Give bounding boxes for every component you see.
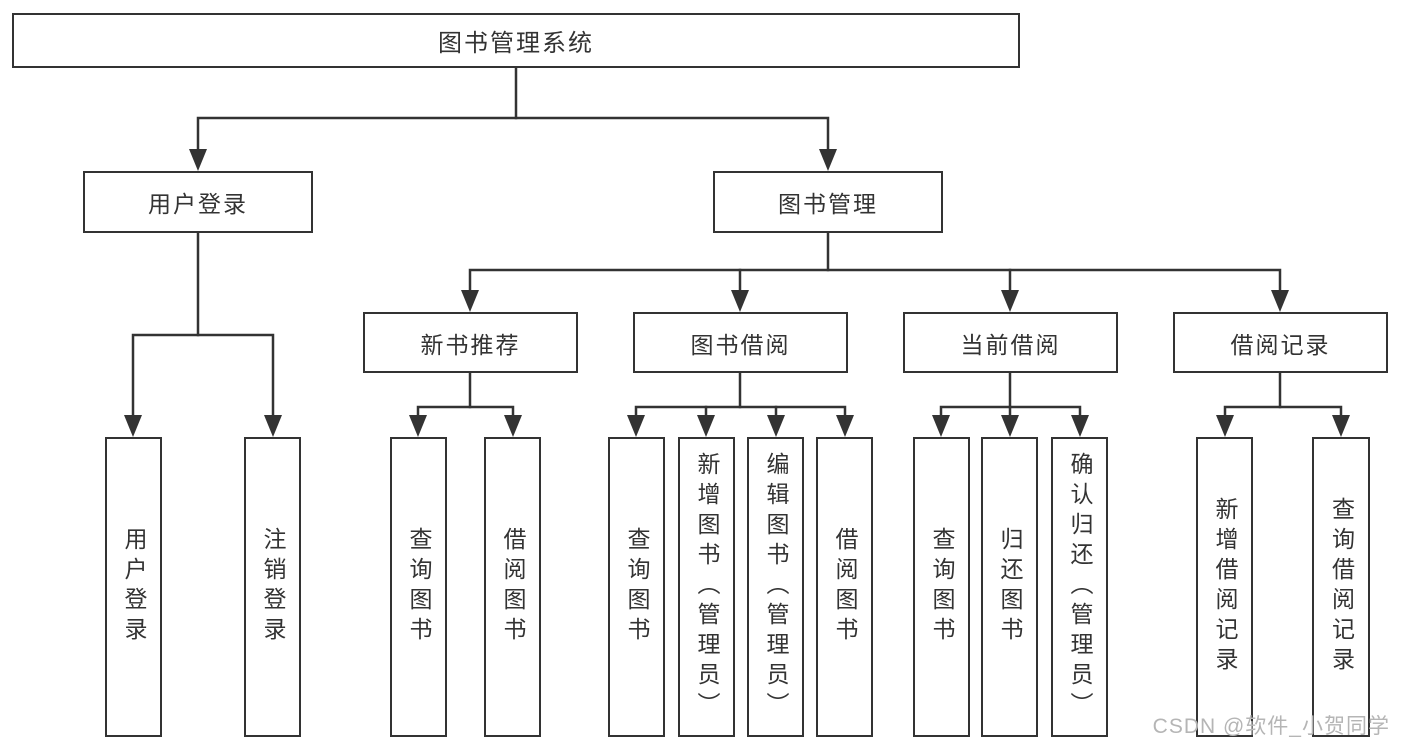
leaf-logout: 注销登录: [244, 437, 301, 737]
connector-borrow-records-to-leaves: [1216, 370, 1350, 437]
leaf-return-books: 归还图书: [981, 437, 1038, 737]
node-book-borrow-label: 图书借阅: [690, 331, 791, 358]
leaf-current-query-books-label: 查询图书: [929, 527, 955, 647]
leaf-rec-query-books: 查询图书: [390, 437, 447, 737]
node-new-book-rec-label: 新书推荐: [420, 331, 521, 358]
leaf-confirm-return-admin: 确认归还（管理员）: [1051, 437, 1108, 737]
connector-book-borrow-to-leaves: [627, 370, 854, 437]
leaf-add-borrow-record: 新增借阅记录: [1196, 437, 1253, 737]
leaf-user-login: 用户登录: [105, 437, 162, 737]
leaf-confirm-return-admin-label: 确认归还（管理员）: [1067, 452, 1093, 722]
leaf-edit-books-admin-label: 编辑图书（管理员）: [763, 452, 789, 722]
node-book-mgmt: 图书管理: [713, 171, 943, 233]
leaf-borrow-books: 借阅图书: [816, 437, 873, 737]
connector-root-to-level2: [189, 65, 837, 171]
leaf-query-borrow-record-label: 查询借阅记录: [1328, 497, 1355, 677]
leaf-rec-borrow-books: 借阅图书: [484, 437, 541, 737]
leaf-edit-books-admin: 编辑图书（管理员）: [747, 437, 804, 737]
leaf-user-login-label: 用户登录: [121, 527, 147, 647]
leaf-add-borrow-record-label: 新增借阅记录: [1212, 497, 1238, 677]
watermark: CSDN @软件_小贺同学: [1152, 715, 1390, 738]
leaf-borrow-query-books-label: 查询图书: [624, 527, 650, 647]
leaf-rec-query-books-label: 查询图书: [406, 527, 432, 647]
leaf-rec-borrow-books-label: 借阅图书: [500, 527, 526, 647]
node-book-mgmt-label: 图书管理: [778, 191, 878, 217]
leaf-borrow-query-books: 查询图书: [608, 437, 665, 737]
node-root-label: 图书管理系统: [438, 30, 594, 57]
node-borrow-records: 借阅记录: [1173, 312, 1388, 373]
node-root: 图书管理系统: [12, 13, 1020, 68]
leaf-current-query-books: 查询图书: [913, 437, 970, 737]
connector-current-borrow-to-leaves: [932, 370, 1089, 437]
connector-user-login-to-leaves: [124, 230, 282, 437]
leaf-query-borrow-record: 查询借阅记录: [1312, 437, 1370, 737]
node-user-login: 用户登录: [83, 171, 313, 233]
node-book-borrow: 图书借阅: [633, 312, 848, 373]
node-user-login-label: 用户登录: [148, 191, 248, 217]
leaf-add-books-admin-label: 新增图书（管理员）: [694, 452, 720, 722]
node-borrow-records-label: 借阅记录: [1230, 331, 1331, 358]
node-current-borrow: 当前借阅: [903, 312, 1118, 373]
leaf-add-books-admin: 新增图书（管理员）: [678, 437, 735, 737]
node-current-borrow-label: 当前借阅: [960, 331, 1061, 358]
leaf-logout-label: 注销登录: [260, 527, 286, 647]
node-new-book-rec: 新书推荐: [363, 312, 578, 373]
connector-book-mgmt-to-level3: [461, 230, 1289, 312]
leaf-borrow-books-label: 借阅图书: [832, 527, 858, 647]
leaf-return-books-label: 归还图书: [997, 527, 1023, 647]
connector-new-book-rec-to-leaves: [409, 370, 522, 437]
